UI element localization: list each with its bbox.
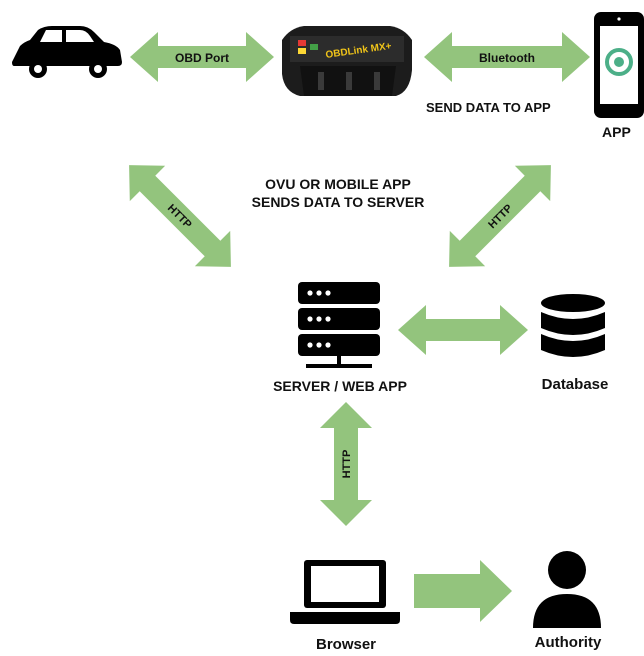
browser-label: Browser: [315, 636, 377, 653]
person-icon: [533, 551, 601, 628]
car-icon: [12, 26, 122, 78]
arrow-app-server: [449, 165, 551, 267]
ovu-note-line2: SENDS DATA TO SERVER: [251, 194, 425, 210]
label-bluetooth: Bluetooth: [479, 51, 535, 65]
phone-icon: [594, 12, 644, 118]
database-label: Database: [541, 376, 609, 393]
arrow-browser-authority: [414, 560, 512, 622]
obd-device-icon: OBDLink MX+: [282, 26, 412, 96]
arrow-obd-app: [424, 32, 590, 82]
server-label: SERVER / WEB APP: [273, 378, 407, 394]
arrow-server-browser: [320, 402, 372, 526]
authority-label: Authority: [534, 634, 602, 651]
laptop-icon: [290, 560, 400, 624]
label-http-vertical: HTTP: [341, 450, 353, 479]
database-icon: [541, 294, 605, 357]
arrow-server-database: [398, 305, 528, 355]
arrow-obd-server: [129, 165, 231, 267]
send-data-to-app-note: SEND DATA TO APP: [426, 100, 551, 115]
ovu-note-line1: OVU OR MOBILE APP: [265, 176, 411, 192]
app-label: APP: [602, 124, 631, 140]
label-obd-port: OBD Port: [175, 51, 229, 65]
arrow-car-obd: [130, 32, 274, 82]
server-icon: [298, 282, 380, 368]
